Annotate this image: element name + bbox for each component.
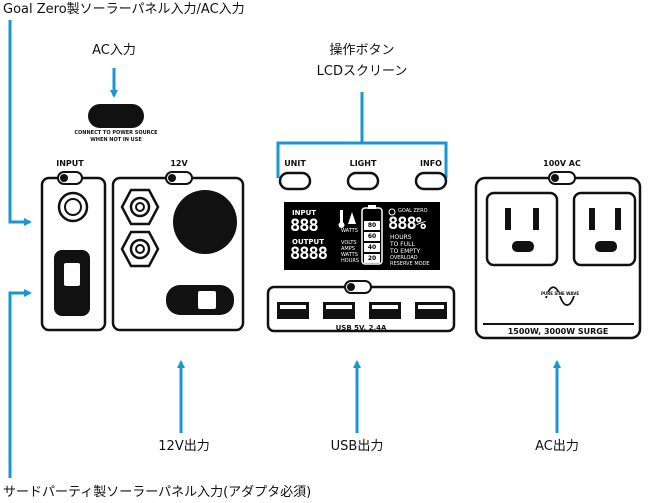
leader-bottom-left: [8, 289, 32, 478]
input-label: INPUT: [56, 159, 84, 168]
lcd-percent-digits: 888%: [388, 214, 426, 234]
unit-button-label: UNIT: [284, 159, 306, 168]
unit-button[interactable]: [278, 171, 312, 191]
light-button-label: LIGHT: [349, 159, 377, 168]
input-jack-outer: [57, 191, 89, 223]
connect-note-line2: WHEN NOT IN USE: [90, 137, 142, 143]
usb-port-4: [415, 302, 447, 319]
info-button-label: INFO: [420, 159, 442, 168]
leader-top-left: [8, 20, 32, 226]
callout-operation-buttons: 操作ボタン: [329, 43, 395, 58]
ac-voltage-label: 100V AC: [543, 159, 581, 168]
lcd-overload-label: OVERLOAD: [390, 255, 418, 261]
sine-wave-icon: [545, 286, 575, 306]
callout-top-left: Goal Zero製ソーラーパネル入力/AC入力: [3, 2, 245, 17]
callout-bottom-left: サードパーティ製ソーラーパネル入力(アダプタ必須): [3, 485, 312, 500]
input-panel: [40, 171, 107, 332]
control-buttons: [278, 171, 448, 191]
lcd-amps-label: AMPS: [341, 246, 355, 252]
lcd-hours2-label: HOURS: [390, 234, 412, 241]
ac-outlet-2: [572, 191, 637, 267]
lcd-brand-label: GOAL ZERO: [398, 208, 428, 214]
connect-note-line1: CONNECT TO POWER SOURCE: [74, 130, 158, 136]
callout-ac-output: AC出力: [535, 439, 579, 454]
lcd-watts-label: WATTS: [341, 228, 358, 234]
12v-port-bottom: [120, 230, 160, 268]
lcd-level-60: 60: [367, 233, 377, 240]
lcd-output-label: OUTPUT: [292, 238, 324, 246]
usb-port-3: [369, 302, 401, 319]
lcd-to-empty-label: TO EMPTY: [390, 248, 421, 255]
lcd-output-digits: 8888: [290, 244, 328, 264]
lcd-warning-icon: [338, 210, 356, 228]
lcd-level-20: 20: [367, 255, 377, 262]
lcd-hours-label: HOURS: [341, 258, 360, 264]
lcd-reserve-label: RESERVE MODE: [390, 261, 430, 267]
lcd-input-digits: 888: [290, 216, 319, 236]
ac-panel: [474, 171, 642, 340]
light-button[interactable]: [346, 171, 380, 191]
12v-port-top: [120, 188, 160, 226]
12v-label: 12V: [170, 159, 188, 168]
lcd-watts2-label: WATTS: [341, 252, 358, 258]
lcd-volts-label: VOLTS: [341, 240, 357, 246]
battery-gauge: [361, 205, 383, 265]
info-button[interactable]: [414, 171, 448, 191]
callout-12v-output: 12V出力: [158, 439, 210, 454]
usb-panel: [266, 280, 456, 333]
lcd-level-80: 80: [367, 222, 377, 229]
lcd-input-label: INPUT: [292, 209, 317, 217]
12v-panel: [111, 171, 245, 332]
usb-port-2: [323, 302, 355, 319]
ac-input-port: [88, 104, 144, 128]
lcd-to-full-label: TO FULL: [390, 241, 415, 248]
pure-sine-label: PURE SINE WAVE: [539, 291, 581, 296]
ac-surge-label: 1500W, 3000W SURGE: [507, 327, 609, 336]
callout-lines: [8, 20, 561, 478]
ac-outlet-1: [485, 191, 559, 267]
usb-port-1: [277, 302, 309, 319]
usb-spec-label: USB 5V, 2.4A: [335, 324, 387, 332]
lcd-brand-icon: [388, 208, 396, 216]
callout-usb-output: USB出力: [330, 439, 384, 454]
lcd-level-40: 40: [367, 244, 377, 251]
callout-lcd-screen: LCDスクリーン: [316, 64, 408, 79]
car-socket: [173, 190, 237, 254]
callout-ac-input: AC入力: [92, 43, 136, 58]
lcd-full-label: FULL: [363, 212, 381, 219]
